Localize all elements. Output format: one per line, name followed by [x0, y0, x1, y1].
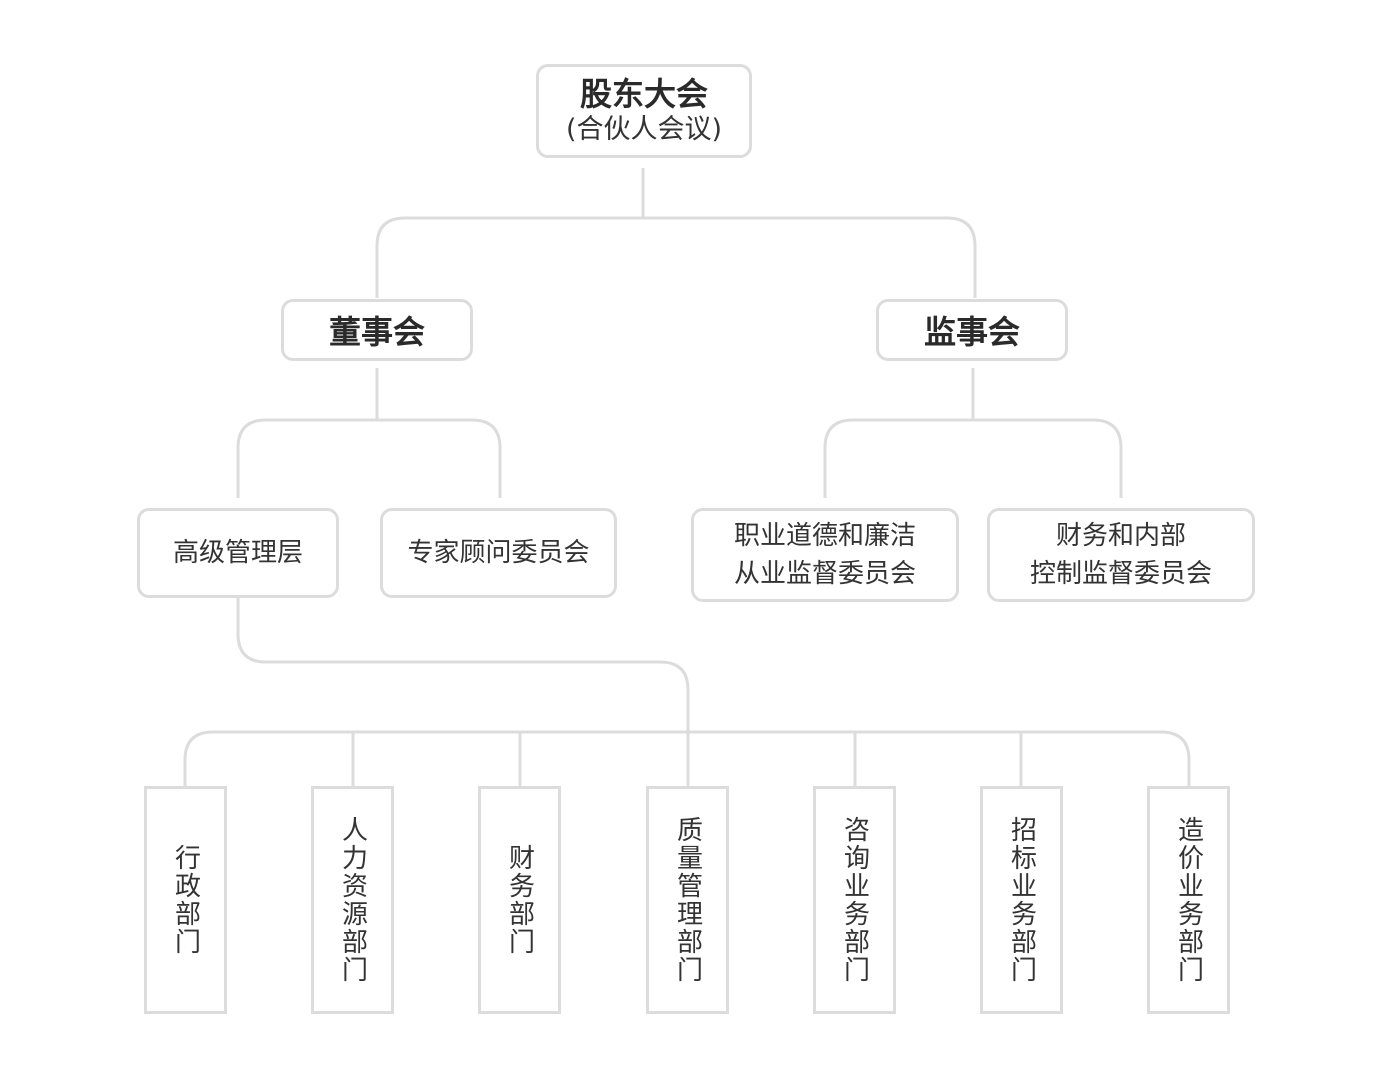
expert-committee-label: 专家顾问委员会: [407, 538, 590, 568]
ethics-committee-line2: 从业监督委员会: [733, 559, 916, 589]
board-of-directors-label: 董事会: [328, 313, 425, 351]
department-label: 财务部门: [504, 844, 535, 956]
shareholders-meeting-title: 股东大会: [579, 75, 708, 113]
department-human-resources: 人力资源部门: [311, 786, 394, 1014]
department-finance: 财务部门: [478, 786, 561, 1014]
finance-control-committee-line2: 控制监督委员会: [1029, 559, 1212, 589]
shareholders-meeting-subtitle: (合伙人会议): [565, 114, 723, 145]
department-quality-management: 质量管理部门: [646, 786, 729, 1014]
department-label: 招标业务部门: [1006, 816, 1037, 984]
finance-control-committee-line1: 财务和内部: [1055, 521, 1186, 551]
department-label: 质量管理部门: [672, 816, 703, 984]
department-consulting: 咨询业务部门: [813, 786, 896, 1014]
department-cost-engineering: 造价业务部门: [1147, 786, 1230, 1014]
department-label: 造价业务部门: [1173, 816, 1204, 984]
finance-control-committee-box: 财务和内部 控制监督委员会: [987, 508, 1255, 602]
department-label: 行政部门: [170, 844, 201, 956]
department-tendering: 招标业务部门: [980, 786, 1063, 1014]
shareholders-meeting-box: 股东大会 (合伙人会议): [536, 64, 752, 158]
senior-management-label: 高级管理层: [172, 538, 303, 568]
board-of-supervisors-box: 监事会: [876, 299, 1068, 361]
expert-committee-box: 专家顾问委员会: [380, 508, 617, 598]
ethics-committee-box: 职业道德和廉洁 从业监督委员会: [691, 508, 959, 602]
board-of-supervisors-label: 监事会: [923, 313, 1020, 351]
senior-management-box: 高级管理层: [137, 508, 339, 598]
department-administration: 行政部门: [144, 786, 227, 1014]
board-of-directors-box: 董事会: [281, 299, 473, 361]
ethics-committee-line1: 职业道德和廉洁: [733, 521, 916, 551]
department-label: 咨询业务部门: [839, 816, 870, 984]
department-label: 人力资源部门: [337, 816, 368, 984]
